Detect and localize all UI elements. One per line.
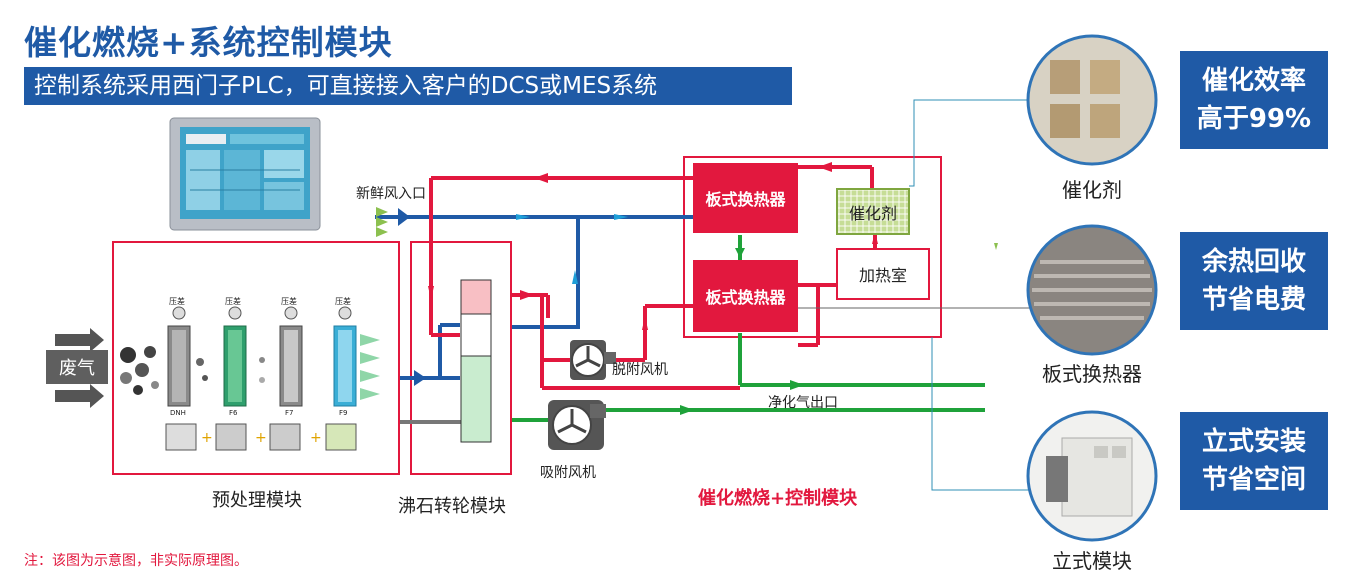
page-subtitle: 控制系统采用西门子PLC，可直接接入客户的DCS或MES系统	[24, 67, 792, 105]
filter-f6-icon	[223, 306, 247, 407]
waste-gas-arrows-icon	[55, 328, 104, 408]
pollutant-particles-icon	[120, 346, 265, 395]
feature-line: 余热回收	[1201, 247, 1306, 277]
feature-box-vertical: 立式安装 节省空间	[1180, 412, 1328, 510]
filter-dnh-icon	[167, 306, 191, 407]
disclaimer-note: 注：该图为示意图，非实际原理图。	[24, 553, 248, 569]
adsorption-fan-icon	[548, 400, 606, 450]
filter-cartridges-icon: + + +	[165, 423, 357, 451]
fresh-air-arrows-icon	[376, 207, 388, 237]
zeolite-outline	[410, 241, 512, 475]
fresh-air-inlet-label: 新鲜风入口	[356, 186, 426, 202]
hmi-panel-icon	[169, 117, 321, 231]
svg-text:+: +	[310, 430, 322, 446]
waste-gas-label: 废气	[46, 350, 108, 384]
catalyst-caption: 催化剂	[1062, 178, 1122, 202]
svg-text:+: +	[201, 430, 213, 446]
feature-line: 节省空间	[1201, 465, 1306, 495]
svg-text:+: +	[255, 430, 267, 446]
gauge-label-3: 压差	[281, 297, 297, 306]
plate-heat-exchanger-top: 板式换热器	[693, 163, 798, 233]
feature-box-catalyst: 催化效率 高于99%	[1180, 51, 1328, 149]
feature-box-heat-recovery: 余热回收 节省电费	[1180, 232, 1328, 330]
gauge-label-4: 压差	[335, 297, 351, 306]
catalytic-outline	[683, 156, 942, 338]
catalyst-photo	[1026, 34, 1158, 166]
desorption-fan-label: 脱附风机	[612, 362, 668, 378]
filter-f7-icon	[279, 306, 303, 407]
heat-exchanger-caption: 板式换热器	[1042, 362, 1142, 386]
catalyst-block: 催化剂	[836, 188, 910, 235]
feature-line: 高于99%	[1196, 104, 1312, 134]
gauge-label-2: 压差	[225, 297, 241, 306]
pretreatment-outline	[112, 241, 400, 475]
filter-f9-icon	[333, 306, 357, 407]
feature-line: 催化效率	[1201, 66, 1306, 96]
pretreatment-module-label: 预处理模块	[212, 490, 302, 511]
vertical-module-caption: 立式模块	[1052, 549, 1132, 573]
filter-stage-label: F9	[339, 409, 348, 417]
gauge-label-1: 压差	[169, 297, 185, 306]
clean-gas-outlet-label: 净化气出口	[768, 395, 838, 411]
filter-stage-label: F7	[285, 409, 294, 417]
filter-stage-label: F6	[229, 409, 238, 417]
filter-stage-label: DNH	[170, 409, 186, 417]
page-title: 催化燃烧+系统控制模块	[24, 23, 393, 62]
desorption-fan-icon	[570, 340, 616, 380]
heating-room: 加热室	[836, 248, 930, 300]
adsorption-fan-label: 吸附风机	[540, 465, 596, 481]
feature-line: 立式安装	[1201, 427, 1306, 457]
feature-line: 节省电费	[1201, 285, 1306, 315]
zeolite-module-label: 沸石转轮模块	[398, 496, 506, 517]
plate-heat-exchanger-bottom: 板式换热器	[693, 260, 798, 332]
plate-heat-exchanger-photo	[1026, 224, 1158, 356]
vertical-module-photo	[1026, 410, 1158, 542]
catalytic-module-label: 催化燃烧+控制模块	[698, 488, 858, 509]
